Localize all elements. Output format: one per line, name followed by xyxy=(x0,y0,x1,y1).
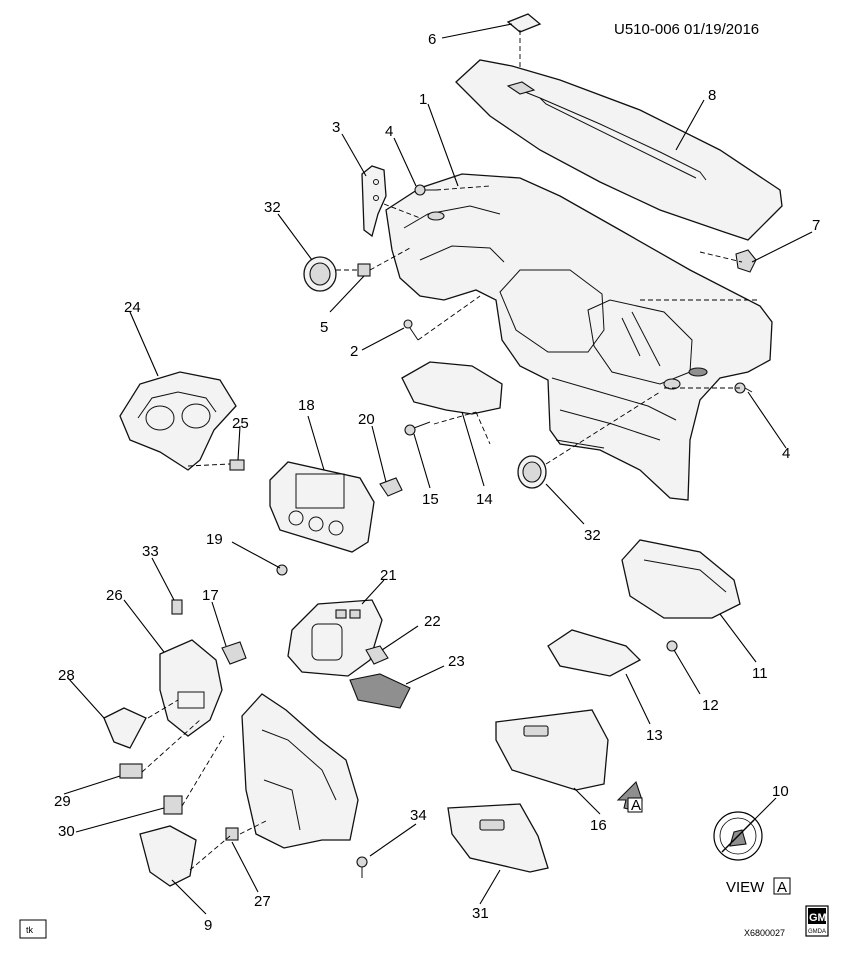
callout-25: 25 xyxy=(232,415,249,432)
callout-5: 5 xyxy=(320,319,328,336)
part-29-outlet xyxy=(119,763,143,779)
part-3-bracket xyxy=(361,165,387,238)
part-17-clip xyxy=(221,641,247,665)
callout-14: 14 xyxy=(476,491,493,508)
callout-10: 10 xyxy=(772,783,789,800)
callout-30: 30 xyxy=(58,823,75,840)
center-console-body xyxy=(241,693,359,849)
callout-1: 1 xyxy=(419,91,427,108)
tk-box: tk xyxy=(19,919,47,939)
callout-28: 28 xyxy=(58,667,75,684)
leader-lines xyxy=(63,23,813,915)
tk-label: tk xyxy=(26,925,34,935)
gm-logo-subtext: GMDA xyxy=(808,929,826,935)
part-23-switch-assembly xyxy=(349,673,411,709)
callout-4-upper: 4 xyxy=(385,123,393,140)
part-1-instrument-panel-carrier xyxy=(385,173,773,501)
view-a-label: VIEW A xyxy=(726,877,791,896)
part-30-outlet xyxy=(163,795,183,815)
callout-32-lower: 32 xyxy=(584,527,601,544)
part-26-console-panel xyxy=(159,639,223,737)
part-32-speaker-upper xyxy=(303,256,337,292)
part-8-upper-trim-panel xyxy=(455,59,783,241)
part-5-clip xyxy=(357,263,371,277)
callout-13: 13 xyxy=(646,727,663,744)
callout-17: 17 xyxy=(202,587,219,604)
part-15-screw xyxy=(404,421,431,436)
view-arrow: A xyxy=(616,780,643,814)
part-12-screw xyxy=(666,640,678,652)
part-13-bracket xyxy=(547,629,642,677)
callout-29: 29 xyxy=(54,793,71,810)
part-21-console-bezel xyxy=(287,599,383,677)
diagram-code: U510-006 01/19/2016 xyxy=(614,21,759,38)
callout-9: 9 xyxy=(204,917,212,934)
drawing-id: X6800027 xyxy=(744,928,785,938)
part-25-clip xyxy=(229,459,245,471)
part-4-screw-right xyxy=(734,382,753,394)
gm-logo-text: GM xyxy=(809,912,827,924)
callout-12: 12 xyxy=(702,697,719,714)
callout-18: 18 xyxy=(298,397,315,414)
part-31-glovebox-outer xyxy=(447,803,549,873)
callout-24: 24 xyxy=(124,299,141,316)
part-33-screw xyxy=(171,599,183,615)
callout-23: 23 xyxy=(448,653,465,670)
part-2-screw xyxy=(403,319,419,341)
part-16-glovebox-door xyxy=(495,709,609,791)
callout-11: 11 xyxy=(752,665,768,682)
part-24-cluster-bezel xyxy=(119,371,237,471)
part-20-clip xyxy=(379,477,403,497)
view-letter: A xyxy=(777,879,787,896)
callout-33: 33 xyxy=(142,543,159,560)
arrow-letter: A xyxy=(631,797,641,814)
callout-21: 21 xyxy=(380,567,397,584)
callout-16: 16 xyxy=(590,817,607,834)
callout-27: 27 xyxy=(254,893,271,910)
part-19-screw xyxy=(276,564,288,576)
callout-22: 22 xyxy=(424,613,441,630)
part-14-cover xyxy=(401,361,503,415)
callout-4-right: 4 xyxy=(782,445,790,462)
callout-26: 26 xyxy=(106,587,123,604)
part-28-trim-panel xyxy=(103,707,147,749)
part-4-screw-upper xyxy=(414,184,436,196)
callout-7: 7 xyxy=(812,217,820,234)
callout-15: 15 xyxy=(422,491,439,508)
part-11-glovebox-housing xyxy=(621,539,741,619)
part-22-switch xyxy=(365,645,389,665)
callout-20: 20 xyxy=(358,411,375,428)
part-32-speaker-lower xyxy=(517,455,547,489)
callout-3: 3 xyxy=(332,119,340,136)
view-label: VIEW xyxy=(726,879,765,896)
part-9-lower-panel xyxy=(139,825,197,887)
callout-31: 31 xyxy=(472,905,489,922)
part-7-clip xyxy=(735,249,757,273)
callout-32-upper: 32 xyxy=(264,199,281,216)
callout-19: 19 xyxy=(206,531,223,548)
callout-2: 2 xyxy=(350,343,358,360)
part-34-screw xyxy=(356,856,368,878)
callout-6: 6 xyxy=(428,31,436,48)
part-10-airbag-label xyxy=(713,811,763,861)
callout-8: 8 xyxy=(708,87,716,104)
callout-34: 34 xyxy=(410,807,427,824)
callout-numbers: 1 2 3 4 4 5 6 7 8 9 10 11 12 13 14 15 16… xyxy=(54,31,820,934)
assembly-dashed-lines xyxy=(141,185,760,871)
gm-logo: GM GMDA xyxy=(805,905,829,937)
part-18-radio-bezel xyxy=(269,461,375,553)
